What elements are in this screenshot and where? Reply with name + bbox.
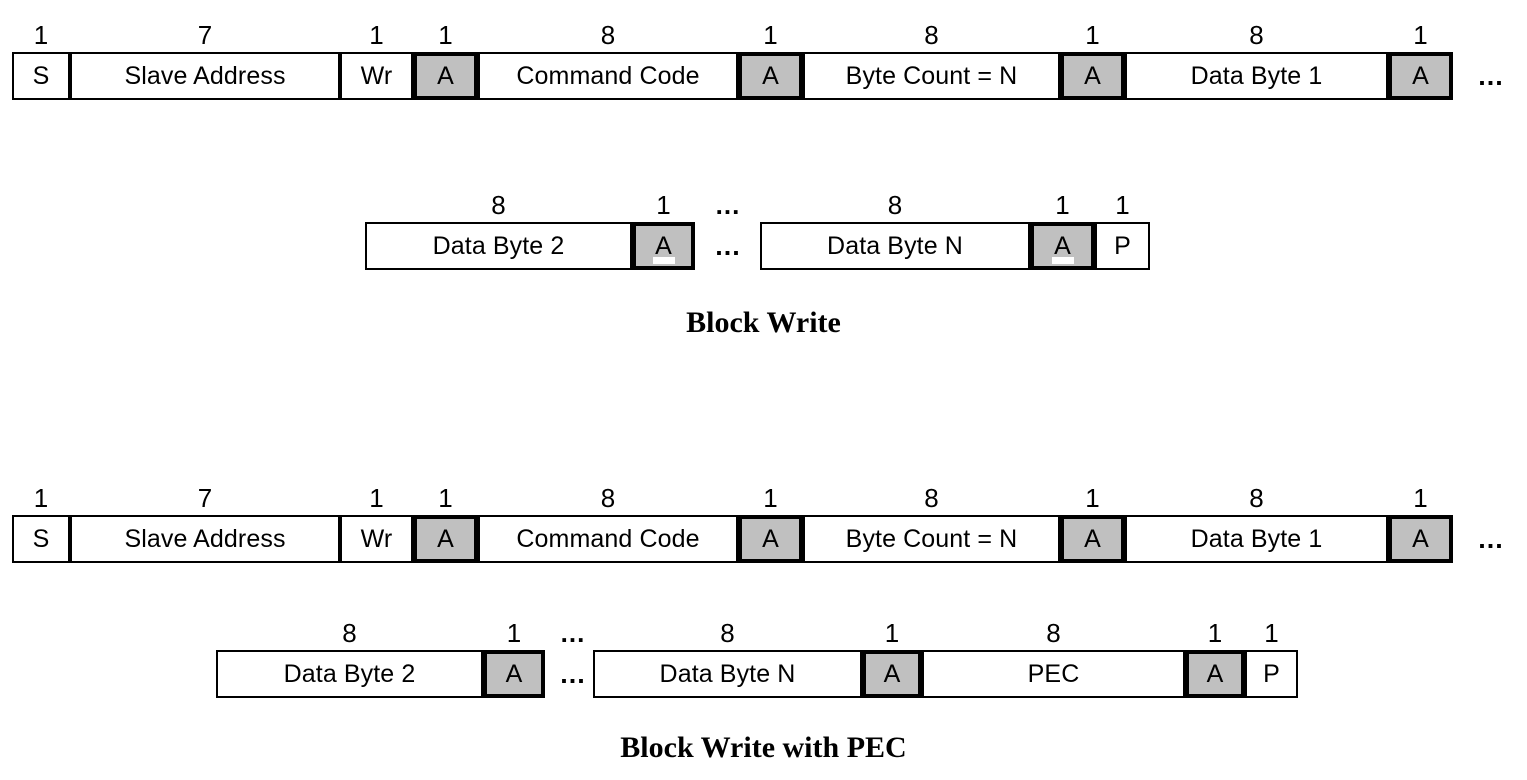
protocol-field: S [12, 52, 70, 100]
ack-field: A [738, 52, 803, 100]
bit-count-label: 7 [197, 20, 213, 50]
protocol-field: Data Byte 2 [365, 222, 632, 270]
protocol-field: Data Byte 2 [216, 650, 483, 698]
bit-count-label: 1 [763, 20, 778, 50]
protocol-field: P [1245, 650, 1298, 698]
bit-count-label: 1 [1055, 190, 1070, 220]
bit-count-label: 1 [33, 483, 49, 513]
bit-count-label: 8 [1249, 20, 1264, 50]
protocol-field: Slave Address [70, 515, 340, 563]
bit-count-label: 8 [924, 20, 939, 50]
inner-ellipsis-above: ... [560, 618, 586, 648]
protocol-field: Data Byte N [760, 222, 1030, 270]
bit-count-label: 8 [600, 483, 616, 513]
ack-field: A [1060, 515, 1125, 563]
ack-field: A [738, 515, 803, 563]
protocol-field: Slave Address [70, 52, 340, 100]
bit-count-label: 1 [1115, 190, 1130, 220]
protocol-field: Wr [340, 52, 413, 100]
bit-count-label: 1 [1207, 618, 1223, 648]
bit-count-label: 1 [1413, 20, 1428, 50]
ack-field: A [1388, 52, 1453, 100]
bit-count-label: 8 [887, 190, 903, 220]
trailing-ellipsis: ... [1478, 523, 1504, 554]
bit-count-label: 8 [600, 20, 616, 50]
bit-count-label: 8 [342, 618, 357, 648]
bit-count-label: 1 [1085, 483, 1100, 513]
bit-count-label: 7 [197, 483, 213, 513]
inner-ellipsis: ... [715, 230, 741, 261]
ack-field: A [413, 515, 478, 563]
inner-ellipsis: ... [560, 658, 586, 689]
bit-count-label: 1 [33, 20, 49, 50]
ack-field: A [1060, 52, 1125, 100]
protocol-field: Wr [340, 515, 413, 563]
ack-field: A [483, 650, 545, 698]
ack-field: A [413, 52, 478, 100]
bit-count-label: 1 [438, 20, 453, 50]
bit-count-label: 8 [1046, 618, 1061, 648]
protocol-field: Command Code [478, 515, 738, 563]
ack-field: A [1185, 650, 1245, 698]
trailing-ellipsis: ... [1478, 60, 1504, 91]
ack-field: A [1030, 222, 1095, 270]
protocol-field: Data Byte 1 [1125, 515, 1388, 563]
bit-count-label: 1 [656, 190, 671, 220]
bit-count-label: 1 [1085, 20, 1100, 50]
bit-count-label: 1 [506, 618, 522, 648]
protocol-field: Command Code [478, 52, 738, 100]
bit-count-label: 1 [369, 20, 384, 50]
diagram-caption-block-write-pec: Block Write with PEC [620, 731, 907, 764]
diagram-caption-block-write: Block Write [686, 306, 841, 339]
bit-count-label: 1 [438, 483, 453, 513]
ack-field: A [862, 650, 922, 698]
bit-count-label: 1 [1264, 618, 1279, 648]
bit-count-label: 8 [1249, 483, 1264, 513]
bit-count-label: 1 [763, 483, 778, 513]
bit-count-label: 1 [1413, 483, 1428, 513]
protocol-field: S [12, 515, 70, 563]
protocol-field: Data Byte N [593, 650, 862, 698]
protocol-field: Byte Count = N [803, 515, 1060, 563]
ack-field: A [1388, 515, 1453, 563]
bit-count-label: 8 [924, 483, 939, 513]
bit-count-label: 8 [720, 618, 735, 648]
protocol-field: P [1095, 222, 1150, 270]
protocol-field: Data Byte 1 [1125, 52, 1388, 100]
inner-ellipsis-above: ... [715, 190, 741, 220]
bit-count-label: 1 [369, 483, 384, 513]
protocol-field: Byte Count = N [803, 52, 1060, 100]
ack-field: A [632, 222, 695, 270]
bit-count-label: 8 [491, 190, 506, 220]
bit-count-label: 1 [884, 618, 900, 648]
protocol-field: PEC [922, 650, 1185, 698]
